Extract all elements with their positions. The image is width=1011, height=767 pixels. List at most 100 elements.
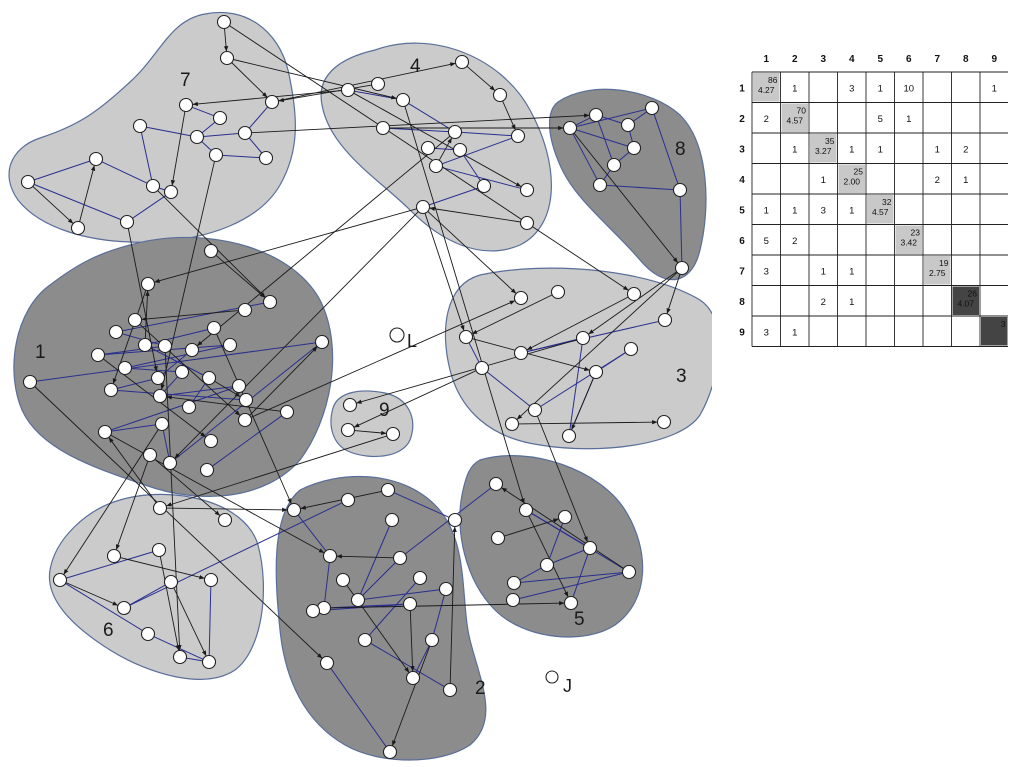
graph-node bbox=[97, 424, 113, 440]
graph-node bbox=[506, 575, 522, 591]
matrix-diagonal-density: 4.57 bbox=[872, 207, 889, 217]
graph-node bbox=[626, 286, 642, 302]
matrix-cell-value: 1 bbox=[992, 83, 997, 94]
matrix-diagonal-count: 35 bbox=[825, 136, 835, 146]
undirected-edge bbox=[572, 553, 589, 598]
graph-node bbox=[219, 50, 235, 66]
directed-edge bbox=[330, 601, 565, 609]
matrix-cell-value: 2 bbox=[764, 114, 769, 125]
undirected-edge bbox=[415, 645, 430, 673]
undirected-edge bbox=[629, 131, 633, 142]
undirected-edge bbox=[434, 147, 454, 151]
graph-node bbox=[117, 360, 133, 376]
matrix-row-header: 9 bbox=[739, 327, 745, 338]
matrix-diagonal-cell bbox=[981, 317, 1008, 346]
matrix-row-header: 7 bbox=[739, 266, 745, 277]
graph-node bbox=[513, 345, 529, 361]
graph-node bbox=[157, 338, 173, 354]
graph-node bbox=[203, 572, 219, 588]
matrix-cell-value: 2 bbox=[821, 297, 826, 308]
matrix-diagonal-count: 26 bbox=[968, 289, 978, 299]
cluster-5-region bbox=[459, 455, 644, 638]
matrix-row-header: 5 bbox=[739, 205, 745, 216]
graph-node bbox=[335, 572, 351, 588]
directed-edge bbox=[108, 437, 157, 503]
matrix-diagonal-cell bbox=[781, 103, 808, 132]
cluster-7-label: 7 bbox=[180, 70, 191, 91]
graph-node bbox=[370, 76, 386, 92]
graph-node bbox=[145, 178, 161, 194]
matrix-row-header: 4 bbox=[739, 175, 745, 186]
graph-node bbox=[519, 215, 535, 231]
cluster-1-region bbox=[13, 236, 334, 498]
undirected-edge bbox=[679, 196, 683, 262]
graph-node bbox=[212, 110, 228, 126]
graph-node bbox=[438, 581, 454, 597]
undirected-edge bbox=[162, 430, 170, 457]
matrix-diagonal-density: 2.00 bbox=[843, 177, 860, 187]
undirected-edge bbox=[519, 567, 542, 581]
undirected-edge bbox=[393, 492, 450, 518]
graph-node bbox=[674, 260, 690, 276]
directed-edge bbox=[215, 254, 266, 299]
graph-node bbox=[279, 404, 295, 420]
matrix-cell-value: 5 bbox=[878, 114, 883, 125]
undirected-edge bbox=[111, 424, 156, 432]
graph-node bbox=[350, 592, 366, 608]
cluster-9-label: 9 bbox=[379, 400, 390, 421]
matrix-diagonal-density: 4.07 bbox=[957, 299, 974, 309]
graph-node bbox=[322, 548, 338, 564]
undirected-edge bbox=[548, 522, 564, 560]
graph-node bbox=[152, 500, 168, 516]
graph-node bbox=[137, 337, 153, 353]
undirected-edge bbox=[65, 582, 143, 632]
graph-node bbox=[657, 312, 673, 328]
graph-node bbox=[264, 94, 280, 110]
matrix-cell-value: 1 bbox=[849, 205, 854, 216]
directed-edge bbox=[154, 208, 417, 283]
matrix-diagonal-density: 3.27 bbox=[815, 146, 832, 156]
undirected-edge bbox=[330, 668, 387, 747]
graph-node bbox=[415, 199, 431, 215]
undirected-edge bbox=[603, 170, 611, 180]
directed-edge bbox=[115, 460, 149, 551]
undirected-edge bbox=[468, 342, 480, 363]
undirected-edge bbox=[330, 603, 404, 609]
isolated-nodes: L J bbox=[389, 327, 572, 696]
matrix-diagonal-count: 70 bbox=[797, 106, 807, 116]
cluster-8-region bbox=[548, 88, 707, 281]
graph-node bbox=[420, 140, 436, 156]
directed-edge bbox=[502, 100, 516, 131]
graph-node bbox=[385, 426, 401, 442]
undirected-edge bbox=[602, 116, 622, 124]
undirected-edge bbox=[368, 582, 417, 636]
graph-node bbox=[357, 632, 373, 648]
cluster-2-label: 2 bbox=[475, 678, 486, 699]
cluster-labels: 7 4 8 1 3 9 6 2 5 bbox=[35, 56, 687, 699]
graph-node bbox=[402, 596, 418, 612]
matrix-cell-value: 1 bbox=[935, 144, 940, 155]
matrix-diagonal-density: 4.27 bbox=[758, 85, 775, 95]
graph-node bbox=[201, 370, 217, 386]
undirected-edge bbox=[162, 353, 188, 375]
undirected-edge bbox=[428, 187, 479, 206]
graph-node bbox=[442, 682, 458, 698]
graph-node bbox=[237, 302, 253, 318]
directed-edge bbox=[571, 377, 594, 431]
undirected-edge bbox=[34, 160, 90, 181]
undirected-edge bbox=[520, 572, 623, 583]
directed-edge bbox=[159, 556, 180, 651]
graph-node bbox=[140, 276, 156, 292]
matrix-diagonal-cell bbox=[924, 256, 951, 285]
graph-node bbox=[127, 312, 143, 328]
cluster-7-region bbox=[8, 11, 296, 243]
graph-node bbox=[319, 655, 335, 671]
directed-edge bbox=[353, 370, 477, 428]
matrix-cell-value: 3 bbox=[849, 83, 854, 94]
undirected-edge bbox=[208, 586, 212, 656]
graph-node bbox=[539, 557, 555, 573]
undirected-edge bbox=[362, 562, 396, 596]
directed-edge bbox=[32, 186, 74, 224]
matrix-cell-value: 1 bbox=[821, 175, 826, 186]
matrix-cell-value: 1 bbox=[849, 266, 854, 277]
